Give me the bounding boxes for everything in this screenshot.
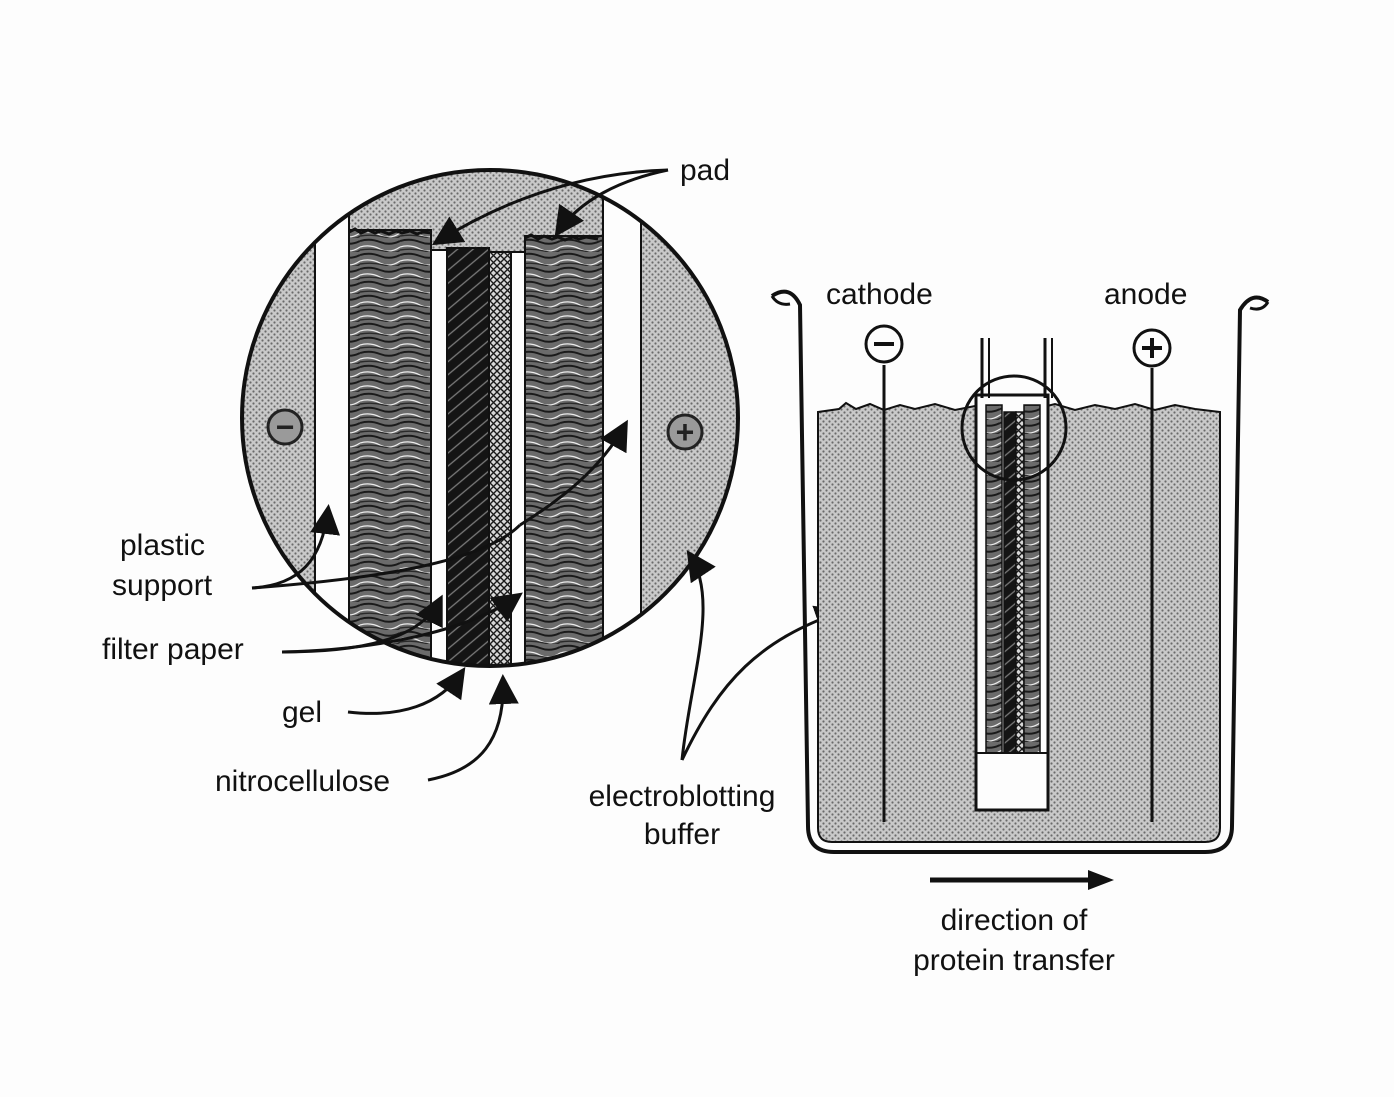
arrow-buffer-tank bbox=[680, 605, 846, 761]
arrow-gel bbox=[347, 667, 466, 715]
cathode-electrode bbox=[864, 324, 904, 822]
magnified-view bbox=[242, 170, 738, 666]
anode-electrode bbox=[1132, 328, 1172, 822]
tank-wall bbox=[770, 289, 1270, 854]
arrow-plastic-support-right bbox=[519, 419, 628, 527]
label-direction-line1: direction of bbox=[941, 904, 1088, 937]
blot-cassette bbox=[974, 338, 1053, 812]
label-cathode: cathode bbox=[826, 278, 933, 311]
pad-right bbox=[524, 235, 604, 666]
arrow-plastic-support-mid bbox=[251, 523, 522, 590]
gel-layer bbox=[446, 247, 490, 666]
label-plastic-support-line1: plastic bbox=[120, 529, 205, 562]
arrow-pad-right bbox=[554, 168, 669, 237]
label-buffer-line1: electroblotting bbox=[589, 780, 776, 813]
arrow-nitrocellulose bbox=[427, 674, 519, 782]
arrow-pad-left bbox=[431, 168, 669, 246]
plus-sign-magnified: + bbox=[666, 413, 704, 451]
label-nitrocellulose: nitrocellulose bbox=[215, 765, 390, 798]
pad-left bbox=[348, 229, 432, 666]
label-filter-paper: filter paper bbox=[102, 633, 244, 666]
label-pad: pad bbox=[680, 154, 730, 187]
minus-sign-magnified: − bbox=[266, 408, 304, 446]
arrow-buffer-magnified bbox=[680, 550, 716, 761]
label-direction-line2: protein transfer bbox=[913, 944, 1115, 977]
label-gel: gel bbox=[282, 696, 322, 729]
label-plastic-support-line2: support bbox=[112, 569, 213, 602]
leader-arrows bbox=[251, 168, 846, 782]
label-buffer-line2: buffer bbox=[644, 818, 720, 851]
filter-paper-left bbox=[430, 249, 448, 666]
magnifier-outline bbox=[240, 168, 740, 668]
svg-text:+: + bbox=[676, 414, 695, 450]
filter-paper-right bbox=[510, 251, 526, 666]
plastic-support-right bbox=[602, 170, 642, 666]
label-anode: anode bbox=[1104, 278, 1187, 311]
zoom-indicator-circle bbox=[960, 374, 1068, 482]
svg-text:−: − bbox=[276, 409, 295, 445]
arrow-filter-paper-right bbox=[281, 592, 523, 654]
